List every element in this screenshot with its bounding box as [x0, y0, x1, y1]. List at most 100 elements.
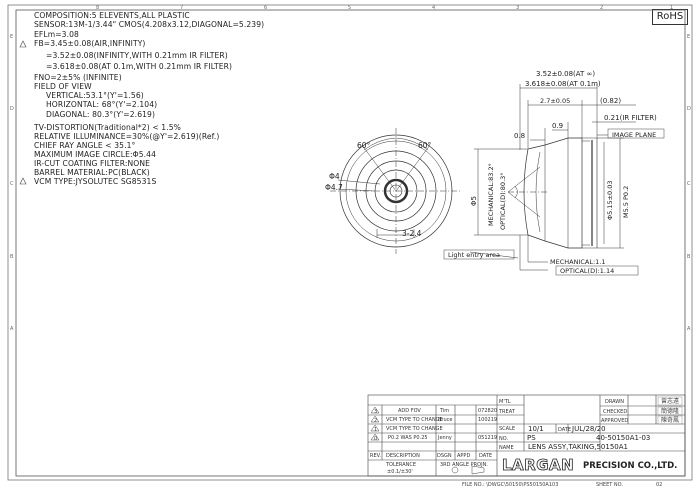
spacing-label: 3-2.4	[402, 229, 422, 238]
projection-symbol	[451, 465, 485, 475]
outer-frame	[7, 4, 693, 481]
diameter-label: Φ4.7	[325, 183, 343, 192]
diameter-label: Φ4	[329, 172, 340, 181]
dim-fb-infinity: 3.52±0.08(AT ∞)	[536, 70, 595, 78]
spec-efl: EFLm=3.08	[34, 30, 79, 39]
title-block-frame	[367, 394, 686, 477]
desc-header: DESCRIPTION	[386, 453, 420, 459]
name-label: NAME	[499, 445, 514, 451]
light-entry-box	[443, 249, 515, 260]
spec-relative-illuminance: RELATIVE ILLUMINANCE=30%(@Y'=2.619)(Ref.…	[34, 132, 220, 141]
spec-composition: COMPOSITION:5 ELEVENTS,ALL PLASTIC	[34, 11, 190, 20]
spec-fov-title: FIELD OF VIEW	[34, 82, 92, 91]
revision-triangle	[370, 433, 380, 441]
col-mark: 7	[180, 5, 183, 11]
angle-arc	[514, 185, 518, 199]
col-mark: 4	[432, 5, 435, 11]
column-marks: 8 7 6 5 4 3 2 1	[96, 5, 673, 11]
stamp-box	[657, 415, 683, 425]
revision-mark: 2	[374, 418, 377, 424]
part-number: 40-50150A1-03	[596, 434, 650, 442]
company-name: PRECISION CO.,LTD.	[583, 461, 677, 471]
part-name: LENS ASSY,TAKING,50150A1	[528, 443, 628, 451]
dim-0-9: 0.9	[552, 122, 563, 130]
angle-label: 60°	[418, 141, 432, 150]
revision-dsgn: Tim	[439, 408, 449, 414]
row-mark: D	[687, 106, 691, 112]
optical-distance: OPTICAL(D):1.14	[560, 267, 614, 275]
revision-triangle	[370, 406, 380, 414]
sheet-label: SHEET NO.	[596, 482, 623, 488]
revision-desc: VCM TYPE TO CHANGE	[386, 417, 443, 423]
tolerance-value: ±0.1/±30'	[387, 469, 413, 475]
row-mark: A	[687, 326, 691, 332]
inner-frame	[15, 9, 686, 477]
dim-2-7: 2.7±0.05	[540, 97, 570, 105]
revision-triangle	[19, 177, 27, 185]
rev-header: REV.	[370, 453, 381, 459]
row-mark: A	[10, 326, 14, 332]
date-label: DATE	[558, 427, 571, 433]
col-mark: 6	[264, 5, 267, 11]
col-mark: 2	[600, 5, 603, 11]
spec-image-circle: MAXIMUM IMAGE CIRCLE:Φ5.44	[34, 150, 157, 159]
row-marks: E D C B A E D C B A	[10, 34, 691, 332]
dim-m5-5: M5.5 P0.2	[622, 186, 630, 218]
spec-fov-horizontal: HORIZONTAL: 68°(Y'=2.104)	[46, 100, 158, 109]
revision-triangle	[370, 424, 380, 432]
revision-desc: P0.2 WAS P0.25	[388, 435, 428, 441]
revision-date: 072820	[478, 408, 497, 414]
row-mark: C	[10, 181, 14, 187]
revision-triangle	[370, 415, 380, 423]
mtl-label: M'TL	[499, 399, 511, 405]
angle-arc	[395, 137, 429, 151]
dim-phi5: Φ5	[470, 196, 478, 206]
appd-header: APPD	[457, 453, 470, 459]
dim-0-82: (0.82)	[600, 97, 621, 105]
ir-filter-label: 0.21(IR FILTER)	[604, 114, 657, 122]
row-mark: E	[687, 34, 690, 40]
revision-desc: VCM TYPE TO CHANGE	[386, 426, 443, 432]
stamp-approved: 陳奇鳳	[661, 416, 679, 424]
scale-label: SCALE	[499, 426, 515, 432]
optical-angle: OPTICAL(D):80.3°	[499, 172, 507, 230]
revision-date: 100219	[478, 417, 497, 423]
signature-stamps: 曾志遠 簡德隆 陳奇鳳	[657, 396, 683, 425]
title-block-values: 10/1 JUL/28/20 PS 40-50150A1-03 LENS ASS…	[527, 425, 650, 451]
revision-table: 3 ADD FOV Tim 072820 2 VCM TYPE TO CHANG…	[370, 399, 628, 475]
front-view	[330, 128, 462, 254]
projection-cone	[471, 465, 485, 475]
col-mark: 8	[96, 5, 99, 11]
spec-tv-distortion: TV-DISTORTION(Traditional*2) < 1.5%	[34, 123, 181, 132]
revision-desc: ADD FOV	[398, 408, 421, 414]
side-view	[469, 84, 636, 271]
approved-label: APPROVED	[601, 418, 628, 424]
drawn-label: DRAWN	[605, 399, 624, 405]
spec-fb: FB=3.45±0.08(AIR,INFINITY)	[34, 39, 146, 48]
col-mark: 1	[670, 5, 673, 11]
revision-mark: 3	[374, 409, 377, 415]
leader-line	[337, 188, 375, 192]
projection-label: 3RD ANGLE PROJN.	[440, 462, 488, 468]
checked-label: CHECKED	[603, 409, 627, 415]
company-logo: LARGAN	[502, 456, 574, 474]
col-mark: 5	[348, 5, 351, 11]
angle-line	[361, 144, 397, 192]
stamp-drawn: 曾志遠	[661, 397, 679, 405]
side-view-labels: 3.52±0.08(AT ∞) 3.618±0.08(AT 0.1m) 2.7±…	[448, 70, 657, 275]
file-number: FILE NO.: \DWGC\50150\PS50150A103	[462, 482, 558, 488]
revision-dsgn: Jenny	[437, 435, 452, 441]
row-mark: C	[687, 181, 691, 187]
revision-date: 051219	[478, 435, 497, 441]
row-mark: B	[687, 254, 691, 260]
sheet-number: 02	[656, 482, 662, 488]
spec-fb-filter: =3.52±0.08(INFINITY,WITH 0.21mm IR FILTE…	[46, 51, 228, 60]
row-mark: B	[10, 254, 14, 260]
angle-label: 60°	[357, 141, 371, 150]
spec-vcm: VCM TYPE:JYSOLUTEC SG8531S	[34, 177, 157, 186]
date-value: JUL/28/20	[571, 425, 606, 433]
angle-arc	[363, 137, 397, 151]
tolerance-label: TOLERANCE	[385, 462, 416, 468]
optical-distance-box	[555, 265, 639, 276]
